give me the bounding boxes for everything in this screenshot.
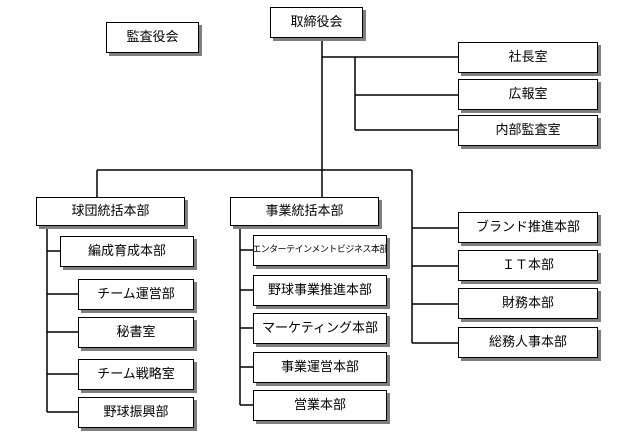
connector-direct-offices	[322, 56, 458, 131]
internal-audit-box: 内部監査室	[458, 115, 598, 146]
development-box: 編成育成本部	[60, 236, 194, 267]
promotion-box: 野球振興部	[78, 397, 194, 428]
secretary-box: 秘書室	[78, 317, 194, 348]
pr-office-box: 広報室	[458, 79, 598, 110]
team-ops-box: チーム運営部	[78, 279, 194, 310]
it-box: ＩＴ本部	[458, 250, 598, 281]
finance-box: 財務本部	[458, 288, 598, 319]
president-office-box: 社長室	[458, 42, 598, 73]
sales-box: 営業本部	[253, 390, 387, 421]
connector-division-bar	[96, 169, 412, 197]
team-hq-box: 球団統括本部	[36, 197, 185, 226]
strategy-box: チーム戦略室	[78, 359, 194, 390]
auditors-box: 監査役会	[106, 22, 199, 53]
operations-box: 事業運営本部	[253, 352, 387, 383]
marketing-box: マーケティング本部	[253, 313, 387, 344]
brand-box: ブランド推進本部	[458, 212, 598, 243]
connector-team-hq	[46, 222, 78, 413]
baseball-business-box: 野球事業推進本部	[253, 275, 387, 306]
entertainment-box: エンターテインメントビジネス本部	[253, 235, 387, 266]
general-affairs-box: 総務人事本部	[458, 327, 598, 358]
connector-business-hq	[239, 222, 253, 406]
connector-corporate	[411, 170, 458, 344]
board-box: 取締役会	[270, 7, 363, 38]
business-hq-box: 事業統括本部	[230, 197, 379, 226]
